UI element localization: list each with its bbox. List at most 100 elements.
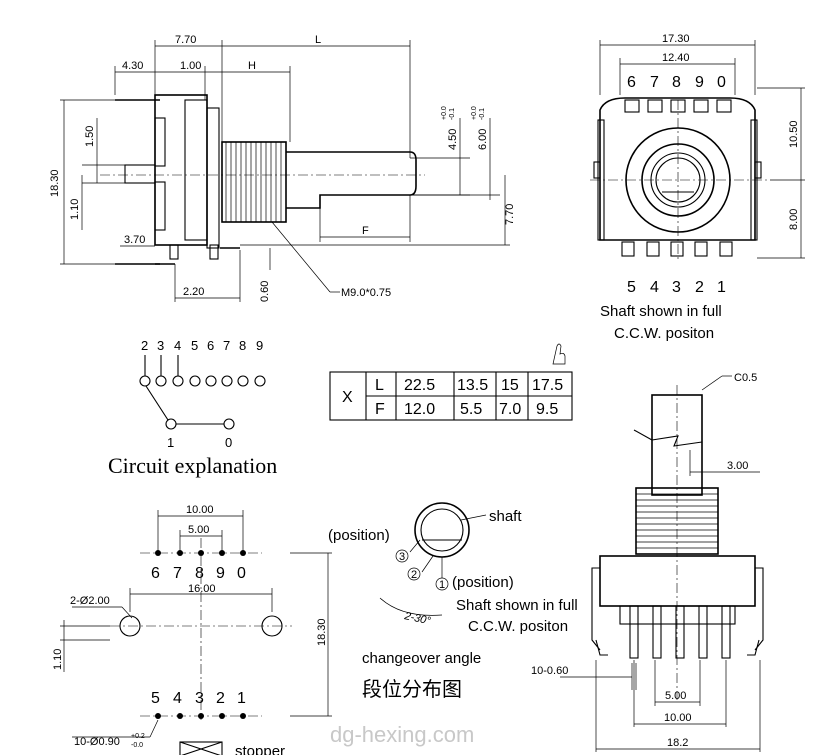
shaft-detail-view: C0.5 3.00 — [531, 372, 764, 752]
dim-H: H — [248, 60, 256, 72]
dim-pcb-5-00: 5.00 — [188, 524, 209, 536]
dim-C0-5: C0.5 — [734, 372, 757, 384]
front-view: 17.30 12.40 6 7 8 9 0 — [590, 33, 805, 342]
dim-0-60: 0.60 — [259, 281, 271, 302]
circuit-label-9: 9 — [256, 338, 263, 353]
circuit-label-3: 3 — [157, 338, 164, 353]
size-table: X L 22.5 13.5 15 17.5 F 12.0 5.5 7.0 9.5 — [329, 343, 573, 421]
front-caption-1: Shaft shown in full — [600, 303, 722, 320]
dim-5-00: 5.00 — [665, 690, 686, 702]
dim-pcb-10-00: 10.00 — [186, 504, 214, 516]
table-L-1: 22.5 — [404, 377, 435, 394]
pcb-pin-4: 4 — [173, 690, 182, 707]
circuit-title: Circuit explanation — [108, 453, 277, 478]
circuit-label-8: 8 — [239, 338, 246, 353]
dim-4-50-tol-upper: +0.0 — [441, 106, 448, 120]
front-pin-7: 7 — [650, 74, 659, 91]
dim-pcb-18-30: 18.30 — [316, 618, 328, 646]
pcb-pin-5: 5 — [151, 690, 160, 707]
table-L-4: 17.5 — [532, 377, 563, 394]
dim-3-00: 3.00 — [727, 460, 748, 472]
stopper-label: stopper — [235, 743, 285, 755]
dim-3-70: 3.70 — [124, 234, 145, 246]
pcb-pin-6: 6 — [151, 565, 160, 582]
changeover-angle-label: changeover angle — [362, 650, 481, 667]
dim-18-2: 18.2 — [667, 737, 688, 749]
dim-7-70: 7.70 — [175, 34, 196, 46]
dim-pcb-2-holes: 2-Ø2.00 — [70, 595, 110, 607]
circuit-label-2: 2 — [141, 338, 148, 353]
front-pin-8: 8 — [672, 74, 681, 91]
shaft-label: shaft — [489, 508, 522, 525]
dim-10-50: 10.50 — [788, 120, 800, 148]
front-pin-2: 2 — [695, 279, 704, 296]
position-diagram: shaft (position) 3 2 1 (position) 2-30° … — [328, 502, 578, 701]
dim-pcb-10-holes: 10-Ø0.90 — [74, 736, 120, 748]
circuit-label-0: 0 — [225, 435, 232, 450]
table-L-3: 15 — [501, 377, 519, 394]
pcb-pin-9: 9 — [216, 565, 225, 582]
dim-1-00: 1.00 — [180, 60, 201, 72]
front-pin-4: 4 — [650, 279, 659, 296]
pcb-layout: 10.00 5.00 6 7 8 9 0 16.00 2-Ø2.00 18.30… — [52, 504, 332, 755]
side-view: 7.70 L 4.30 1.00 H — [49, 34, 516, 302]
circuit-label-1: 1 — [167, 435, 174, 450]
pcb-pin-3: 3 — [195, 690, 204, 707]
position-mark-2: 2 — [411, 569, 417, 581]
table-head-L: L — [375, 377, 384, 394]
circuit-label-5: 5 — [191, 338, 198, 353]
dim-pcb-hole-tol-upper: +0.2 — [131, 733, 145, 740]
dim-12-40: 12.40 — [662, 52, 690, 64]
dim-10-00: 10.00 — [664, 712, 692, 724]
watermark: dg-hexing.com — [330, 722, 474, 747]
thread-lines — [225, 142, 282, 222]
front-pin-9: 9 — [695, 74, 704, 91]
circuit-diagram: 2 3 4 5 6 7 8 9 1 0 Circuit explanation — [108, 338, 277, 478]
position-caption-1: Shaft shown in full — [456, 597, 578, 614]
circuit-label-7: 7 — [223, 338, 230, 353]
table-head-F: F — [375, 401, 385, 418]
position-mark-1: 1 — [439, 579, 445, 591]
pointing-hand-icon — [552, 343, 566, 365]
position-bottom-label: (position) — [452, 574, 514, 591]
table-F-4: 9.5 — [536, 401, 558, 418]
stopper-icon — [179, 741, 223, 755]
dim-F: F — [362, 225, 369, 237]
pcb-pin-8: 8 — [195, 565, 204, 582]
table-L-2: 13.5 — [457, 377, 488, 394]
thread-callout: M9.0*0.75 — [341, 287, 391, 299]
dim-pcb-hole-tol-lower: -0.0 — [131, 742, 143, 749]
dim-2-20: 2.20 — [183, 286, 204, 298]
dim-18-30: 18.30 — [49, 169, 61, 197]
dim-8-00: 8.00 — [788, 209, 800, 230]
dim-10-0-60: 10-0.60 — [531, 665, 568, 677]
dim-6-00: 6.00 — [477, 129, 489, 150]
table-F-3: 7.0 — [499, 401, 521, 418]
front-pin-0: 0 — [717, 74, 726, 91]
dim-L: L — [315, 34, 321, 46]
table-F-2: 5.5 — [460, 401, 482, 418]
pcb-pin-1: 1 — [237, 690, 246, 707]
pcb-pin-2: 2 — [216, 690, 225, 707]
shaft-thread-lines — [636, 493, 718, 549]
front-pin-1: 1 — [717, 279, 726, 296]
position-mark-3: 3 — [399, 551, 405, 563]
dim-4-30: 4.30 — [122, 60, 143, 72]
chinese-caption: 段位分布图 — [362, 678, 462, 701]
front-pin-6: 6 — [627, 74, 636, 91]
dim-4-50: 4.50 — [447, 129, 459, 150]
dim-1-10: 1.10 — [69, 199, 81, 220]
table-F-1: 12.0 — [404, 401, 435, 418]
dim-17-30: 17.30 — [662, 33, 690, 45]
dim-4-50-tol-lower: -0.1 — [449, 108, 456, 120]
dim-6-00-tol-lower: -0.1 — [479, 108, 486, 120]
table-corner: X — [342, 389, 353, 406]
front-caption-2: C.C.W. positon — [614, 325, 714, 342]
dim-pcb-16-00: 16.00 — [188, 583, 216, 595]
pcb-pin-0: 0 — [237, 565, 246, 582]
changeover-angle-value: 2-30° — [402, 610, 432, 628]
dim-1-50: 1.50 — [84, 126, 96, 147]
dim-pcb-1-10: 1.10 — [52, 649, 64, 670]
front-pin-3: 3 — [672, 279, 681, 296]
pcb-pin-7: 7 — [173, 565, 182, 582]
